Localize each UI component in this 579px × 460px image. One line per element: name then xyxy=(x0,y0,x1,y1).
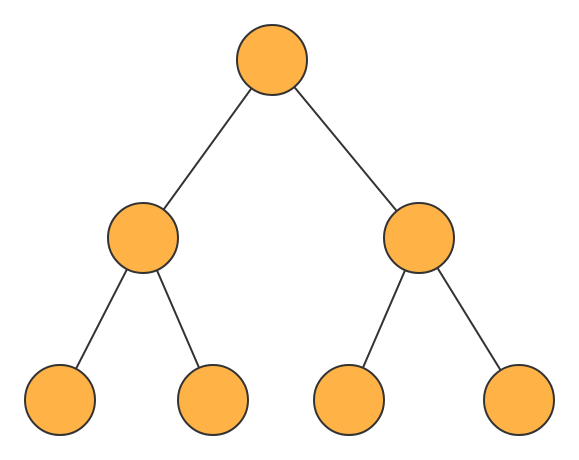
node-right-child xyxy=(383,202,455,274)
node-root xyxy=(236,24,308,96)
node-right-left-leaf xyxy=(313,364,385,436)
node-left-left-leaf xyxy=(24,364,96,436)
node-right-right-leaf xyxy=(483,364,555,436)
edge-root-to-left-child xyxy=(142,59,273,239)
node-left-child xyxy=(107,202,179,274)
edge-root-to-right-child xyxy=(271,59,420,239)
nodes-layer xyxy=(24,24,555,436)
node-left-right-leaf xyxy=(177,364,249,436)
